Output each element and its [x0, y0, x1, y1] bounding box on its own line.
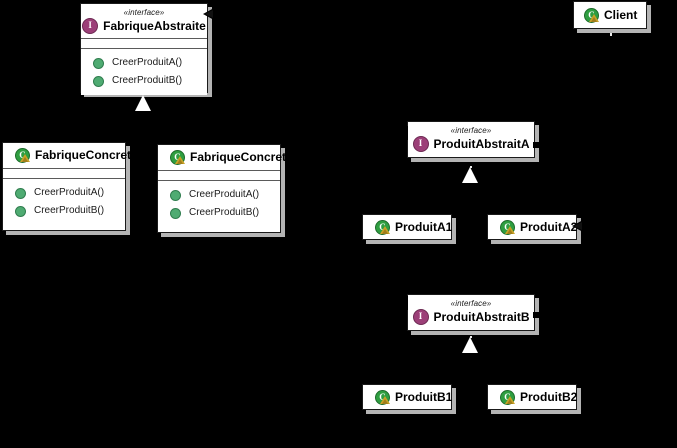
interface-icon: I: [82, 18, 99, 34]
operation-row[interactable]: CreerProduitA(): [162, 186, 276, 204]
class-name: ProduitAbstraitB: [433, 310, 530, 324]
class-box-client[interactable]: C Client: [573, 1, 647, 29]
class-title-row: C Client: [580, 7, 640, 23]
class-icon-triangle-inner: [382, 398, 388, 404]
operations-compartment-fabriqueconcrete2: CreerProduitA() CreerProduitB(): [3, 178, 125, 225]
class-header-fabriqueabstraite: «interface» I FabriqueAbstraite: [81, 4, 207, 38]
operation-row[interactable]: CreerProduitB(): [7, 202, 121, 220]
class-name: ProduitA1: [395, 220, 453, 234]
class-name: Client: [604, 8, 638, 22]
attributes-compartment-fabriqueabstraite: [81, 38, 207, 48]
class-header-fabriqueconcrete1: C FabriqueConcrete1: [158, 145, 299, 170]
operation-label: CreerProduitB(): [112, 75, 183, 86]
inheritance-triangle-icon-produitb: [462, 337, 478, 353]
class-icon: C: [500, 219, 515, 235]
class-name: ProduitAbstraitA: [433, 137, 530, 151]
operation-label: CreerProduitA(): [112, 57, 183, 68]
operation-row[interactable]: CreerProduitA(): [7, 184, 121, 202]
class-header-produitb1: C ProduitB1: [363, 385, 452, 409]
attributes-compartment-fabriqueconcrete1: [158, 170, 280, 180]
operation-label: CreerProduitA(): [34, 187, 105, 198]
interface-icon: I: [412, 136, 429, 152]
connector-nub-produitabstraita-right: [533, 142, 539, 148]
class-header-produitb2: C ProduitB2: [488, 385, 577, 409]
class-name: FabriqueConcrete1: [190, 150, 300, 164]
class-icon: C: [584, 7, 599, 23]
operation-label: CreerProduitB(): [34, 205, 105, 216]
connector-client-to-fabriqueabstraite-v: [610, 32, 612, 36]
operations-compartment-fabriqueabstraite: CreerProduitA() CreerProduitB(): [81, 48, 207, 95]
operations-compartment-fabriqueconcrete1: CreerProduitA() CreerProduitB(): [158, 180, 280, 227]
operation-label: CreerProduitB(): [189, 207, 260, 218]
class-title-row: C ProduitA2: [492, 219, 577, 235]
stereotype-label: «interface»: [450, 299, 492, 308]
class-icon: C: [375, 219, 390, 235]
class-icon: C: [500, 389, 515, 405]
operation-row[interactable]: CreerProduitB(): [162, 204, 276, 222]
class-box-produita1[interactable]: C ProduitA1: [362, 214, 452, 240]
class-box-produitb2[interactable]: C ProduitB2: [487, 384, 577, 410]
class-box-fabriqueconcrete2[interactable]: C FabriqueConcrete2 CreerProduitA() Cree…: [2, 142, 144, 231]
operation-row[interactable]: CreerProduitB(): [85, 72, 203, 90]
class-name: FabriqueAbstraite: [103, 19, 206, 33]
class-box-produitabstraita[interactable]: «interface» I ProduitAbstraitA: [407, 121, 535, 158]
operation-label: CreerProduitA(): [189, 189, 260, 200]
class-header-produitabstraita: «interface» I ProduitAbstraitA: [408, 122, 534, 156]
class-name: ProduitB1: [395, 390, 453, 404]
association-arrow-icon-to-fabriqueabstraite: [203, 8, 214, 20]
class-header-produitabstraitb: «interface» I ProduitAbstraitB: [408, 295, 534, 329]
public-method-icon: [15, 187, 26, 199]
public-method-icon: [15, 205, 26, 217]
public-method-icon: [170, 207, 181, 219]
class-header-produita1: C ProduitA1: [363, 215, 452, 239]
inheritance-triangle-icon-fabrique: [135, 95, 151, 111]
class-header-client: C Client: [574, 2, 646, 28]
class-title-row: C FabriqueConcrete1: [162, 149, 299, 165]
class-title-row: C ProduitB2: [492, 389, 577, 405]
class-header-produita2: C ProduitA2: [488, 215, 577, 239]
class-box-produita2[interactable]: C ProduitA2: [487, 214, 577, 240]
class-icon-triangle-inner: [22, 156, 28, 162]
class-title-row: I ProduitAbstraitA: [412, 136, 530, 152]
class-title-row: C ProduitB1: [367, 389, 452, 405]
attributes-compartment-fabriqueconcrete2: [3, 168, 125, 178]
class-icon-triangle-inner: [507, 398, 513, 404]
interface-icon: I: [412, 309, 429, 325]
class-icon-triangle-inner: [177, 158, 183, 164]
connector-nub-produitabstraitb-right: [533, 312, 539, 318]
connector-nub-produitabstraita-left: [403, 126, 408, 140]
connector-nub-produitabstraitb-left: [403, 296, 408, 310]
class-title-row: I ProduitAbstraitB: [412, 309, 530, 325]
class-title-row: I FabriqueAbstraite: [82, 18, 206, 34]
stereotype-label: «interface»: [123, 8, 165, 17]
class-box-produitabstraitb[interactable]: «interface» I ProduitAbstraitB: [407, 294, 535, 331]
class-icon-triangle-inner: [591, 16, 597, 22]
class-box-fabriqueabstraite[interactable]: «interface» I FabriqueAbstraite CreerPro…: [80, 3, 208, 95]
class-box-fabriqueconcrete1[interactable]: C FabriqueConcrete1 CreerProduitA() Cree…: [157, 144, 299, 233]
class-icon: C: [375, 389, 390, 405]
class-icon: C: [15, 147, 30, 163]
stereotype-label: «interface»: [450, 126, 492, 135]
class-box-produitb1[interactable]: C ProduitB1: [362, 384, 452, 410]
class-title-row: C FabriqueConcrete2: [7, 147, 144, 163]
class-icon-triangle-inner: [507, 228, 513, 234]
public-method-icon: [93, 75, 104, 87]
class-header-fabriqueconcrete2: C FabriqueConcrete2: [3, 143, 144, 168]
inheritance-triangle-icon-produita: [462, 167, 478, 183]
class-icon-triangle-inner: [382, 228, 388, 234]
public-method-icon: [170, 189, 181, 201]
class-name: ProduitB2: [520, 390, 578, 404]
class-name: FabriqueConcrete2: [35, 148, 145, 162]
operation-row[interactable]: CreerProduitA(): [85, 54, 203, 72]
association-arrow-icon-to-produita2: [572, 220, 583, 232]
class-name: ProduitA2: [520, 220, 578, 234]
class-icon: C: [170, 149, 185, 165]
public-method-icon: [93, 57, 104, 69]
class-title-row: C ProduitA1: [367, 219, 452, 235]
